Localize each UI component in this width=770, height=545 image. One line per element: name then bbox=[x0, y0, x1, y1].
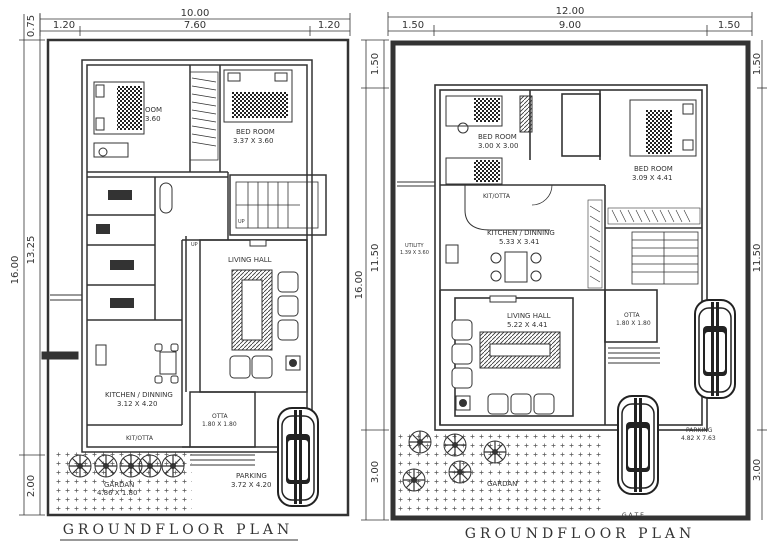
left-parking-car bbox=[277, 407, 319, 507]
left-plan: 10.00 1.20 7.60 1.20 0.75 16.00 13.25 2.… bbox=[10, 8, 351, 541]
right-dining-set bbox=[490, 251, 542, 283]
right-plan-title: GROUNDFLOOR PLAN bbox=[465, 526, 696, 542]
right-parking-size: 4.82 X 7.63 bbox=[681, 435, 716, 442]
left-otta-name: OTTA bbox=[212, 413, 228, 420]
left-plot-boundary bbox=[46, 38, 350, 517]
left-toilets bbox=[96, 190, 134, 308]
right-utility-name: UTILITY bbox=[405, 243, 425, 249]
right-dim-right-bottom: 3.00 bbox=[752, 459, 763, 481]
left-dim-top-left: 1.20 bbox=[53, 20, 75, 31]
right-dim-top-total: 12.00 bbox=[556, 6, 585, 17]
left-bedroom1-size: 3.60 bbox=[145, 115, 161, 123]
right-kitchen-name: KITCHEN / DINNING bbox=[487, 229, 555, 237]
right-entry-steps bbox=[397, 181, 660, 364]
left-stair-up: UP bbox=[238, 219, 245, 225]
left-kitotta: KIT/OTTA bbox=[126, 435, 154, 442]
left-bedroom-1 bbox=[93, 81, 173, 214]
left-bedroom2-name: BED ROOM bbox=[236, 128, 275, 136]
left-dim-top-mid: 7.60 bbox=[184, 20, 206, 31]
left-otta-size: 1.80 X 1.80 bbox=[202, 421, 237, 428]
right-bedroom-2 bbox=[587, 99, 701, 289]
left-stair-up-2: UP bbox=[191, 242, 198, 248]
left-side-dimensions bbox=[19, 14, 45, 516]
right-left-dimensions bbox=[361, 39, 767, 521]
left-garden-size: 4.86 X 1.80 bbox=[97, 489, 137, 497]
right-gate-label: G A T E bbox=[622, 512, 644, 519]
left-staircase bbox=[235, 181, 319, 229]
left-bedroom1-name: OOM bbox=[145, 106, 162, 114]
left-wardrobe bbox=[189, 71, 219, 161]
right-kitchen-counter bbox=[464, 185, 550, 231]
right-otta-size: 1.80 X 1.80 bbox=[616, 320, 651, 327]
left-bedroom2-size: 3.37 X 3.60 bbox=[233, 137, 273, 145]
right-otta-name: OTTA bbox=[624, 312, 640, 319]
right-dim-top-mid: 9.00 bbox=[559, 20, 581, 31]
right-dim-top-right: 1.50 bbox=[718, 20, 740, 31]
right-garden-area bbox=[398, 430, 604, 514]
left-dim-top-right: 1.20 bbox=[318, 20, 340, 31]
right-kitchen-size: 5.33 X 3.41 bbox=[499, 238, 539, 246]
right-dim-left-mid: 11.50 bbox=[370, 244, 381, 273]
right-parking-car-1 bbox=[694, 299, 736, 399]
right-parking-name: PARKING bbox=[686, 427, 713, 434]
right-dim-right-mid: 11.50 bbox=[752, 244, 763, 273]
left-plan-title: GROUNDFLOOR PLAN bbox=[63, 522, 294, 538]
right-dim-left-top: 1.50 bbox=[370, 53, 381, 75]
right-kitotta: KIT/OTTA bbox=[483, 193, 511, 200]
right-dim-left-bottom: 3.00 bbox=[370, 461, 381, 483]
left-dim-left-top: 0.75 bbox=[26, 15, 37, 37]
right-bedroom-1 bbox=[445, 95, 533, 185]
right-dim-left-total: 16.00 bbox=[354, 271, 365, 300]
right-top-dimensions bbox=[387, 12, 753, 36]
left-walls bbox=[81, 59, 327, 453]
left-dim-left-bottom: 2.00 bbox=[26, 475, 37, 497]
right-living-name: LIVING HALL bbox=[507, 312, 551, 320]
left-kitchen-name: KITCHEN / DINNING bbox=[105, 391, 173, 399]
right-staircase bbox=[631, 231, 699, 285]
left-kitchen-furniture bbox=[95, 343, 179, 384]
right-bedroom2-name: BED ROOM bbox=[634, 165, 673, 173]
right-parking-car-2 bbox=[617, 395, 659, 495]
left-entry-steps bbox=[41, 294, 255, 466]
right-bedroom1-name: BED ROOM bbox=[478, 133, 517, 141]
left-parking-size: 3.72 X 4.20 bbox=[231, 481, 271, 489]
right-door-swing bbox=[531, 184, 553, 206]
right-living-furniture bbox=[451, 295, 561, 415]
right-utility-sink bbox=[445, 244, 459, 264]
left-living-furniture bbox=[229, 239, 301, 379]
left-kitchen-size: 3.12 X 4.20 bbox=[117, 400, 157, 408]
left-bedroom-2 bbox=[223, 69, 293, 123]
left-garden-name: GARDAN bbox=[104, 481, 134, 489]
right-living-size: 5.22 X 4.41 bbox=[507, 321, 547, 329]
left-dim-left-total: 16.00 bbox=[10, 256, 21, 285]
right-dim-right-top: 1.50 bbox=[752, 53, 763, 75]
left-dim-top-total: 10.00 bbox=[181, 8, 210, 19]
right-garden-name: GARDAN bbox=[487, 480, 517, 488]
left-living-name: LIVING HALL bbox=[228, 256, 272, 264]
left-parking-name: PARKING bbox=[236, 472, 267, 480]
left-dim-left-mid: 13.25 bbox=[26, 236, 37, 265]
right-bedroom1-size: 3.00 X 3.00 bbox=[478, 142, 518, 150]
right-bedroom2-size: 3.09 X 4.41 bbox=[632, 174, 672, 182]
right-plan: 12.00 1.50 9.00 1.50 1.50 16.00 11.50 3.… bbox=[354, 6, 767, 542]
right-dim-top-left: 1.50 bbox=[402, 20, 424, 31]
right-utility-size: 1.39 X 3.60 bbox=[400, 250, 429, 256]
right-plot-boundary bbox=[390, 40, 751, 521]
